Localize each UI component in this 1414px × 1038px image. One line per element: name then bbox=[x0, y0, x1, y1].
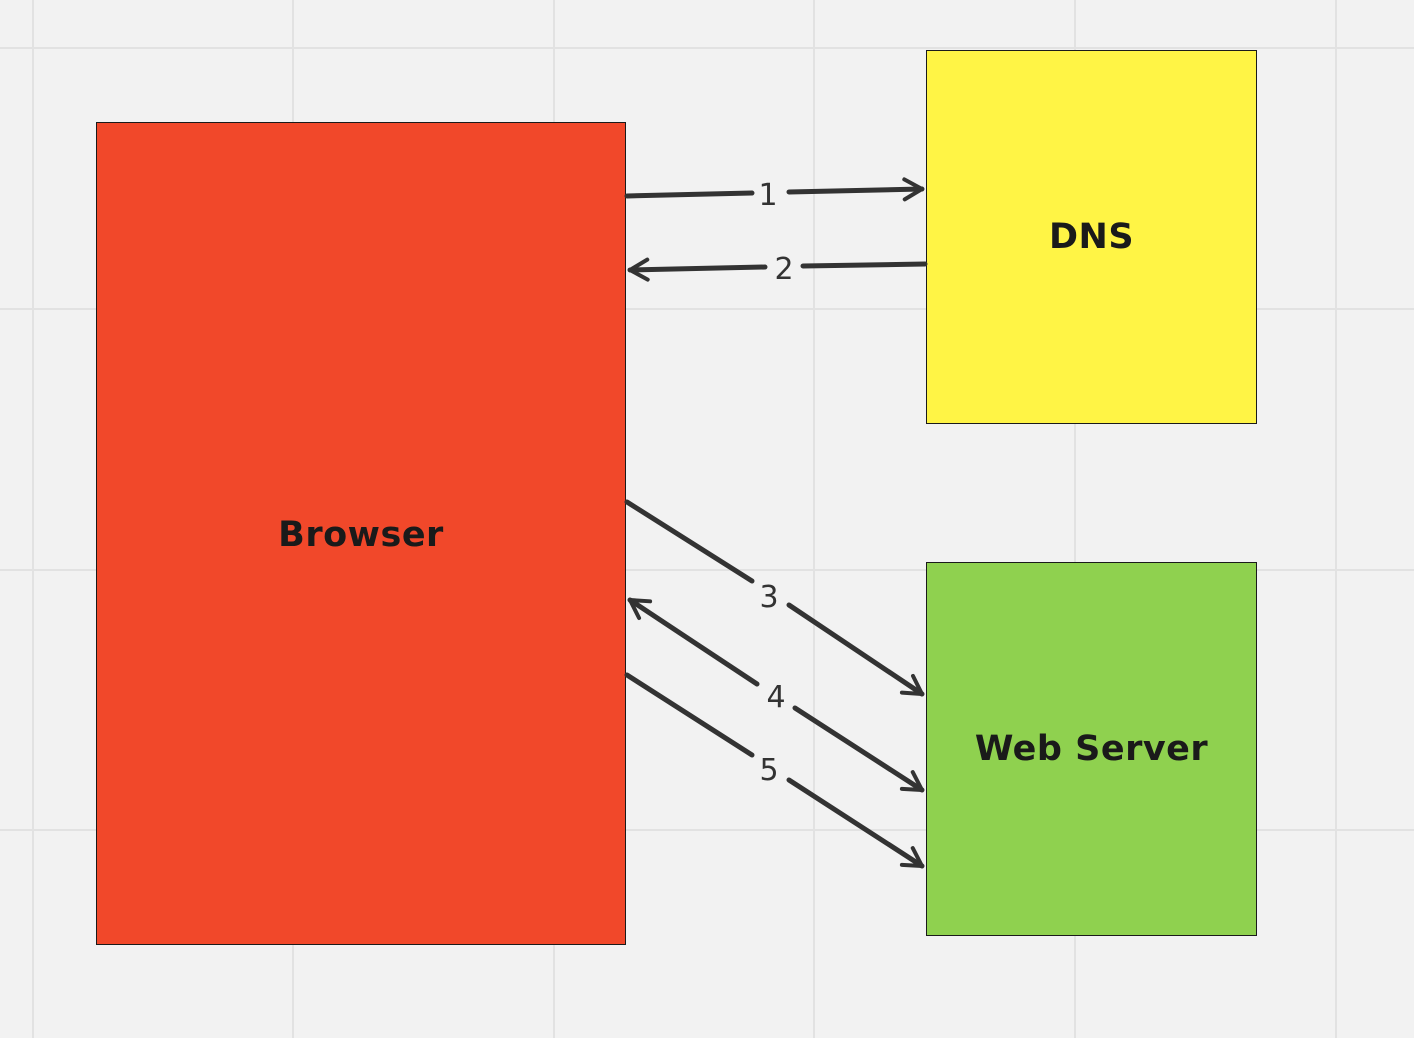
connector-5[interactable]: 5 bbox=[624, 672, 925, 869]
connector-5-label: 5 bbox=[759, 753, 778, 788]
browser-label: Browser bbox=[278, 514, 444, 555]
web-server-label: Web Server bbox=[974, 729, 1209, 769]
connector-3-label: 3 bbox=[759, 580, 778, 615]
connector-4[interactable]: 4 bbox=[627, 597, 925, 793]
connector-1[interactable]: 1 bbox=[624, 177, 925, 213]
web-server-node[interactable]: Web Server bbox=[926, 562, 1257, 936]
dns-node[interactable]: DNS bbox=[926, 50, 1257, 424]
connector-2-label: 2 bbox=[774, 252, 793, 287]
browser-node[interactable]: Browser bbox=[96, 122, 626, 945]
connector-1-label: 1 bbox=[758, 178, 777, 213]
connector-2[interactable]: 2 bbox=[627, 252, 928, 287]
connector-4-label: 4 bbox=[766, 680, 785, 715]
dns-label: DNS bbox=[1048, 217, 1135, 257]
connector-3[interactable]: 3 bbox=[624, 499, 925, 697]
